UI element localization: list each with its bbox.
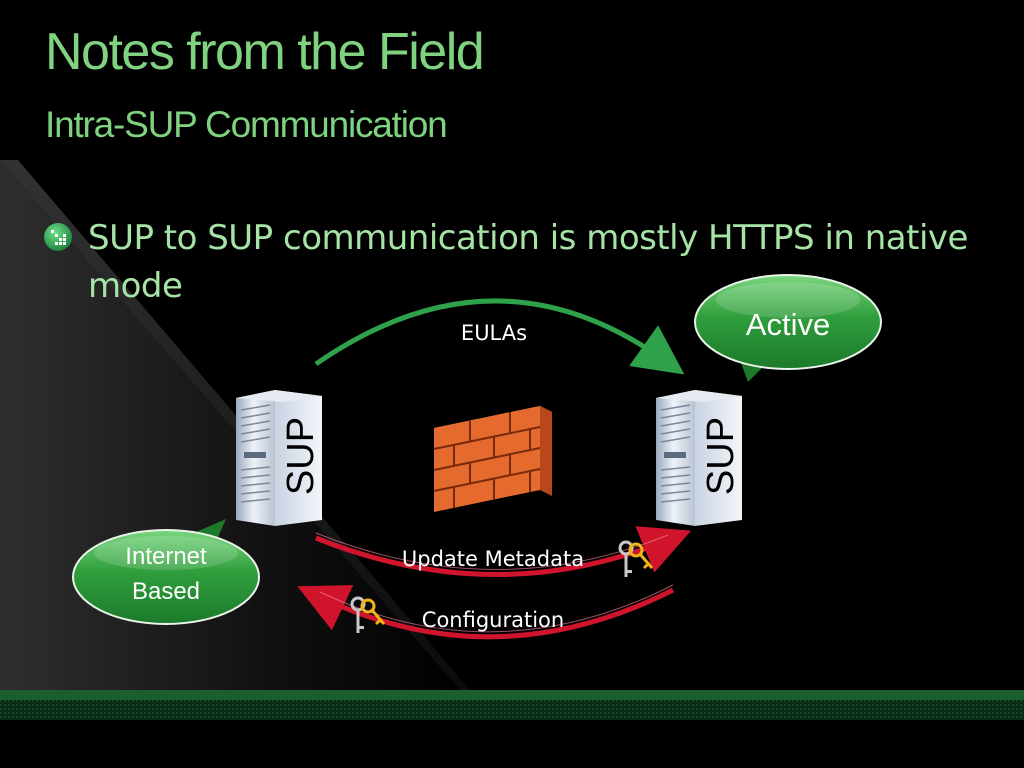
keys-icon: [618, 540, 654, 577]
slide-subtitle: Intra-SUP Communication: [45, 104, 448, 145]
internet-based-callout-line1: Internet: [125, 543, 207, 570]
bullet-item: SUP to SUP communication is mostly HTTPS…: [88, 218, 968, 306]
server-tower-icon: [656, 390, 742, 526]
active-callout: Active: [694, 274, 882, 382]
update-metadata-arrow: [315, 526, 692, 577]
update-metadata-label: Update Metadata: [402, 547, 584, 571]
active-callout-text: Active: [746, 307, 830, 342]
sup-label-right: SUP: [700, 417, 742, 495]
sup-server-right: SUP: [656, 390, 742, 526]
sup-label-left: SUP: [280, 417, 322, 495]
sup-server-left: SUP: [236, 390, 322, 526]
server-tower-icon: [236, 390, 322, 526]
configuration-arrow: [297, 585, 675, 640]
bullet-arrow-icon: [44, 223, 72, 251]
internet-based-callout-line2: Based: [132, 578, 200, 605]
configuration-label: Configuration: [422, 608, 564, 632]
keys-icon: [350, 596, 386, 633]
internet-based-callout: Internet Based: [72, 519, 260, 625]
slide-title: Notes from the Field: [45, 23, 485, 81]
firewall-icon: [433, 406, 552, 512]
eulas-label: EULAs: [461, 321, 527, 345]
eulas-arrow: [314, 298, 685, 375]
